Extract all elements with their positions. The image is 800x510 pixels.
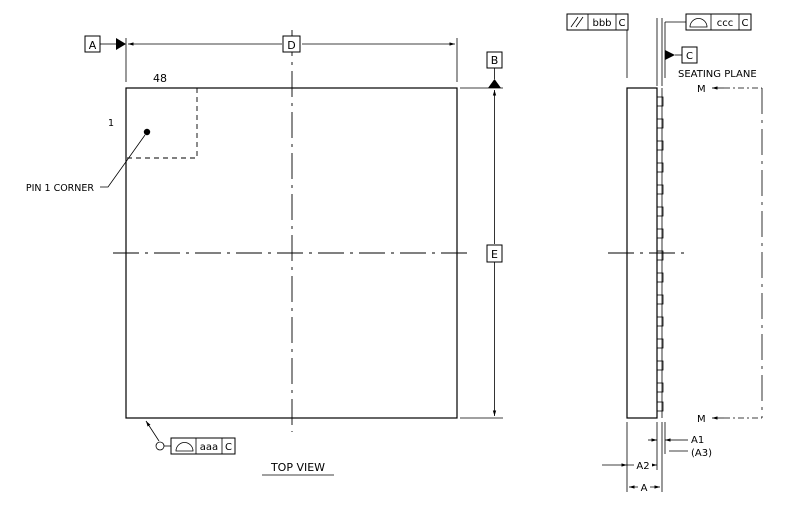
datum-c-label: C (686, 51, 693, 62)
terminal-pad (656, 140, 664, 151)
terminal-pad (656, 228, 664, 239)
dim-a2-label-bg (634, 458, 652, 472)
dim-a-label-bg (638, 480, 650, 494)
top-view-title: TOP VIEW (270, 461, 325, 474)
pin-1-corner-region (126, 88, 198, 159)
parallelism-icon-line1 (570, 16, 579, 28)
datum-b-label: B (491, 54, 499, 67)
profile-surface-icon (175, 442, 194, 452)
dim-a3-label: (A3) (691, 448, 712, 459)
pin-1-dot (143, 128, 151, 136)
terminal-pad (656, 316, 664, 327)
dim-e-label: E (491, 248, 498, 261)
terminal-pad (656, 294, 664, 305)
profile-surface-icon (689, 18, 708, 28)
dim-e-box (486, 244, 503, 263)
flatness-datum: C (225, 442, 232, 453)
side-view: bbb C ccc C C SEATING PLANE M M A1 (566, 13, 763, 494)
terminal-pad (656, 338, 664, 349)
flatness-frame (170, 437, 236, 455)
dim-d-box (282, 35, 301, 53)
pin-48-label: 48 (153, 72, 167, 85)
terminal-pad (656, 96, 664, 107)
terminal-pads (656, 96, 664, 412)
parallelism-datum: C (619, 18, 626, 29)
terminal-pad (656, 206, 664, 217)
seating-plane-label: SEATING PLANE (678, 69, 757, 80)
dim-a-label: A (641, 483, 648, 494)
profile-value: ccc (717, 18, 734, 29)
terminal-pad (656, 401, 664, 412)
terminal-pad (656, 184, 664, 195)
m-label-bottom: M (697, 414, 706, 425)
dim-a2-label: A2 (636, 461, 649, 472)
terminal-pad (656, 162, 664, 173)
profile-datum: C (742, 18, 749, 29)
pin-1-callout-leader (100, 134, 146, 188)
datum-c-box (681, 46, 698, 64)
datum-a-triangle (116, 38, 126, 50)
parallelism-icon-line2 (575, 16, 584, 28)
datum-b-triangle (488, 79, 501, 88)
terminal-pad (656, 382, 664, 393)
m-label-top: M (697, 84, 706, 95)
pin-1-callout-label: PIN 1 CORNER (26, 183, 95, 194)
profile-frame (685, 13, 752, 31)
top-view: D A B E 48 1 PIN 1 CORNER (26, 30, 503, 476)
flatness-value: aaa (200, 442, 218, 453)
terminal-pad (656, 360, 664, 371)
flatness-leader-circle (155, 441, 165, 451)
parallelism-value: bbb (592, 18, 611, 29)
terminal-pad (656, 250, 664, 261)
flatness-leader (145, 420, 160, 442)
dim-a1-label: A1 (691, 435, 704, 446)
terminal-pad (656, 272, 664, 283)
terminal-pad (656, 118, 664, 129)
pin-1-label: 1 (108, 118, 114, 129)
dim-d-label: D (287, 39, 295, 52)
datum-c-triangle (665, 50, 675, 60)
datum-a-label: A (89, 39, 97, 52)
